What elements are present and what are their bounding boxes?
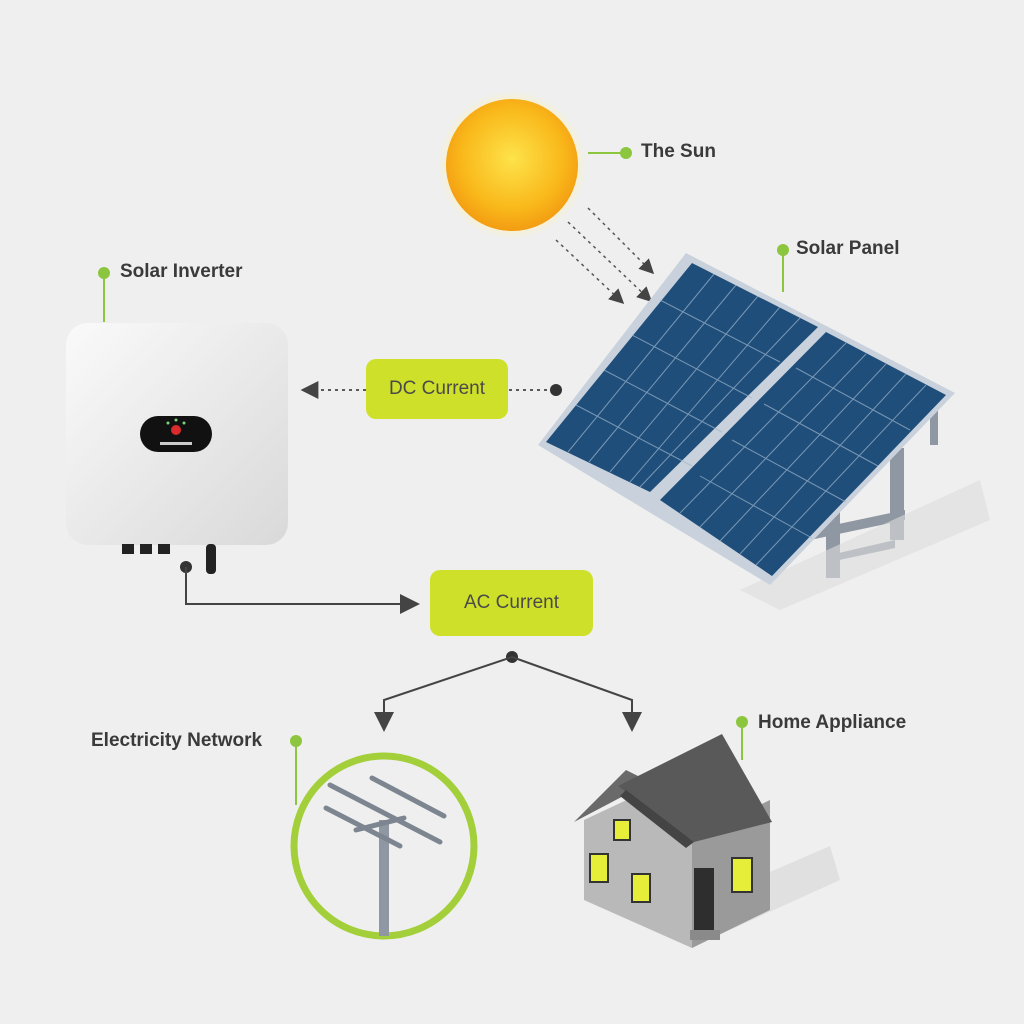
solar-inverter (66, 323, 288, 574)
sun-label: The Sun (641, 141, 716, 162)
ac-current-box: AC Current (430, 570, 593, 636)
dc-flow-line (300, 381, 562, 399)
electricity-network-label: Electricity Network (91, 730, 263, 751)
label-leaders (98, 147, 789, 805)
dc-current-box: DC Current (366, 359, 508, 419)
electricity-network-icon (290, 752, 478, 940)
solar-panel-label: Solar Panel (796, 238, 900, 259)
sun-icon (438, 91, 586, 239)
ac-split-lines (374, 651, 642, 732)
house-icon (574, 734, 840, 948)
home-appliance-label: Home Appliance (758, 712, 907, 733)
ac-flow-line (180, 561, 420, 614)
solar-inverter-label: Solar Inverter (120, 261, 243, 282)
solar-panel (538, 253, 990, 610)
sun-rays (555, 207, 655, 305)
